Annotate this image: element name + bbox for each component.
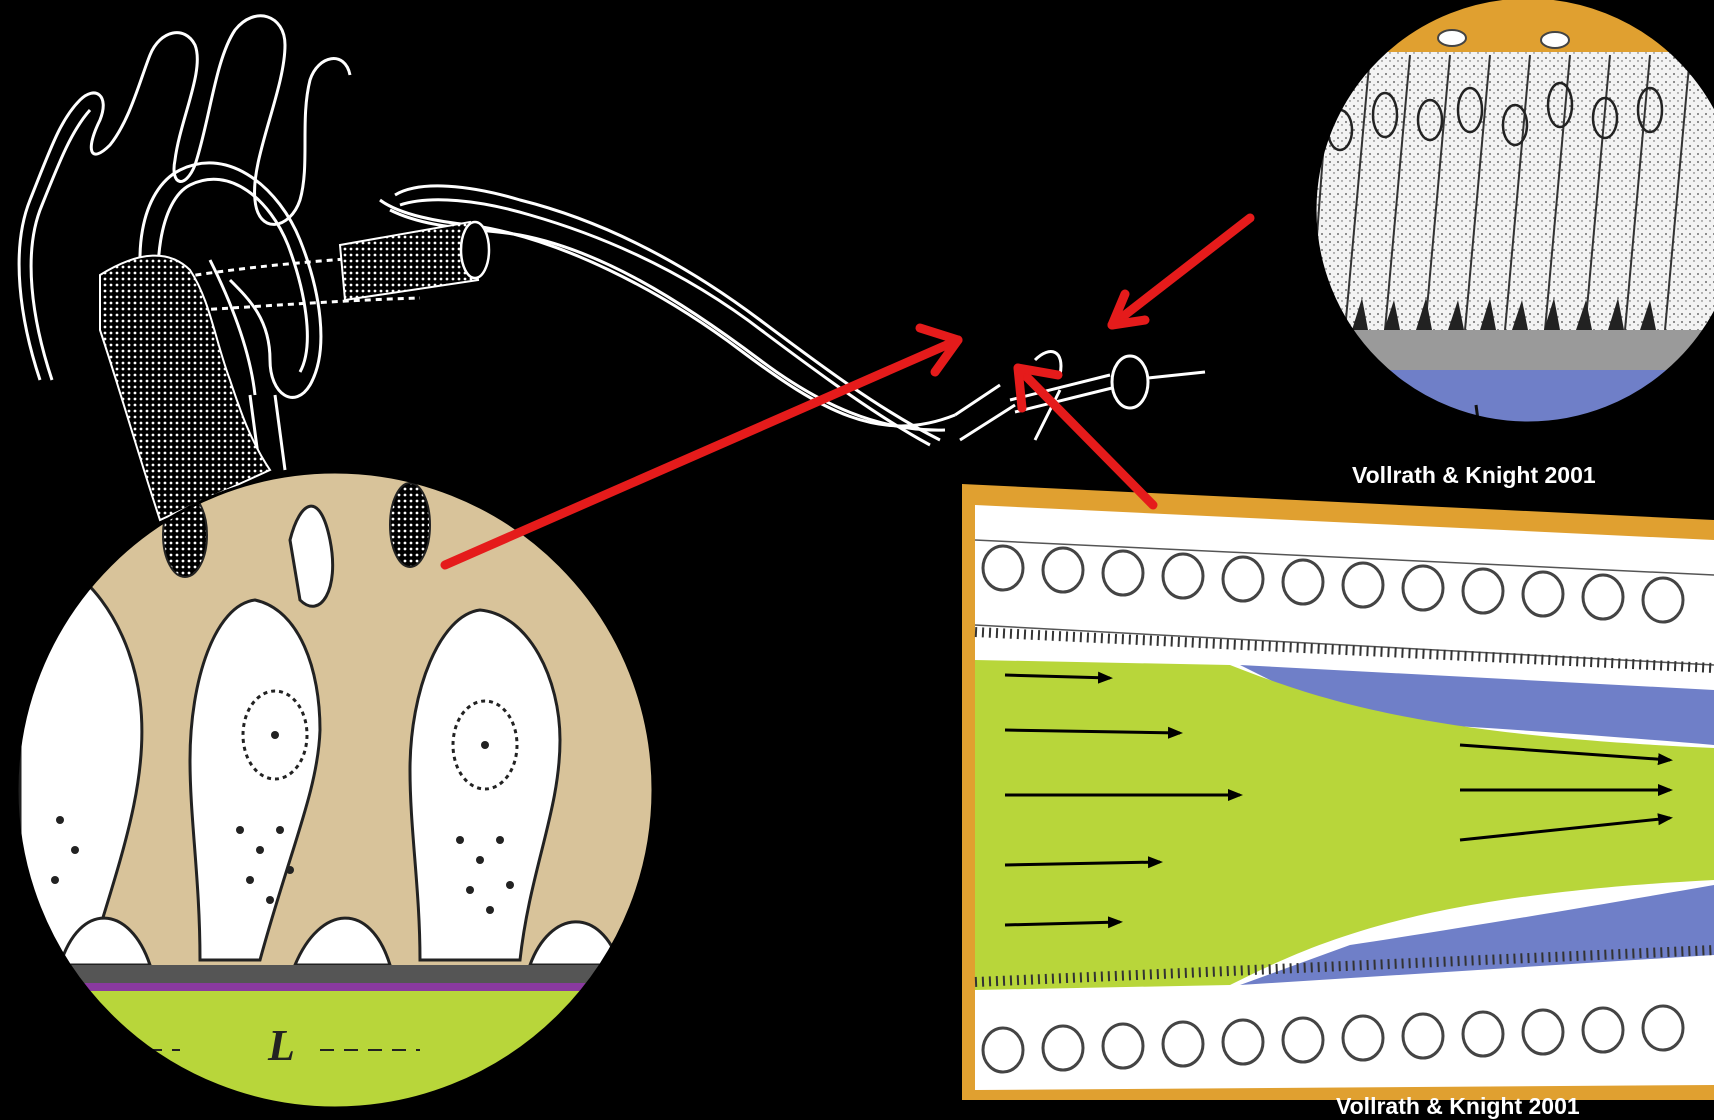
citation-caption-top-right: Vollrath & Knight 2001 [1352,462,1596,489]
citation-caption-bottom-right: Vollrath & Knight 2001 [1336,1093,1580,1120]
arrow-from-top-right-inset [1112,218,1250,325]
arrow-from-bottom-left-inset [445,328,958,565]
inset-duct-flow-bottom-right [962,484,1714,1100]
lumen-label: L [267,1021,295,1070]
